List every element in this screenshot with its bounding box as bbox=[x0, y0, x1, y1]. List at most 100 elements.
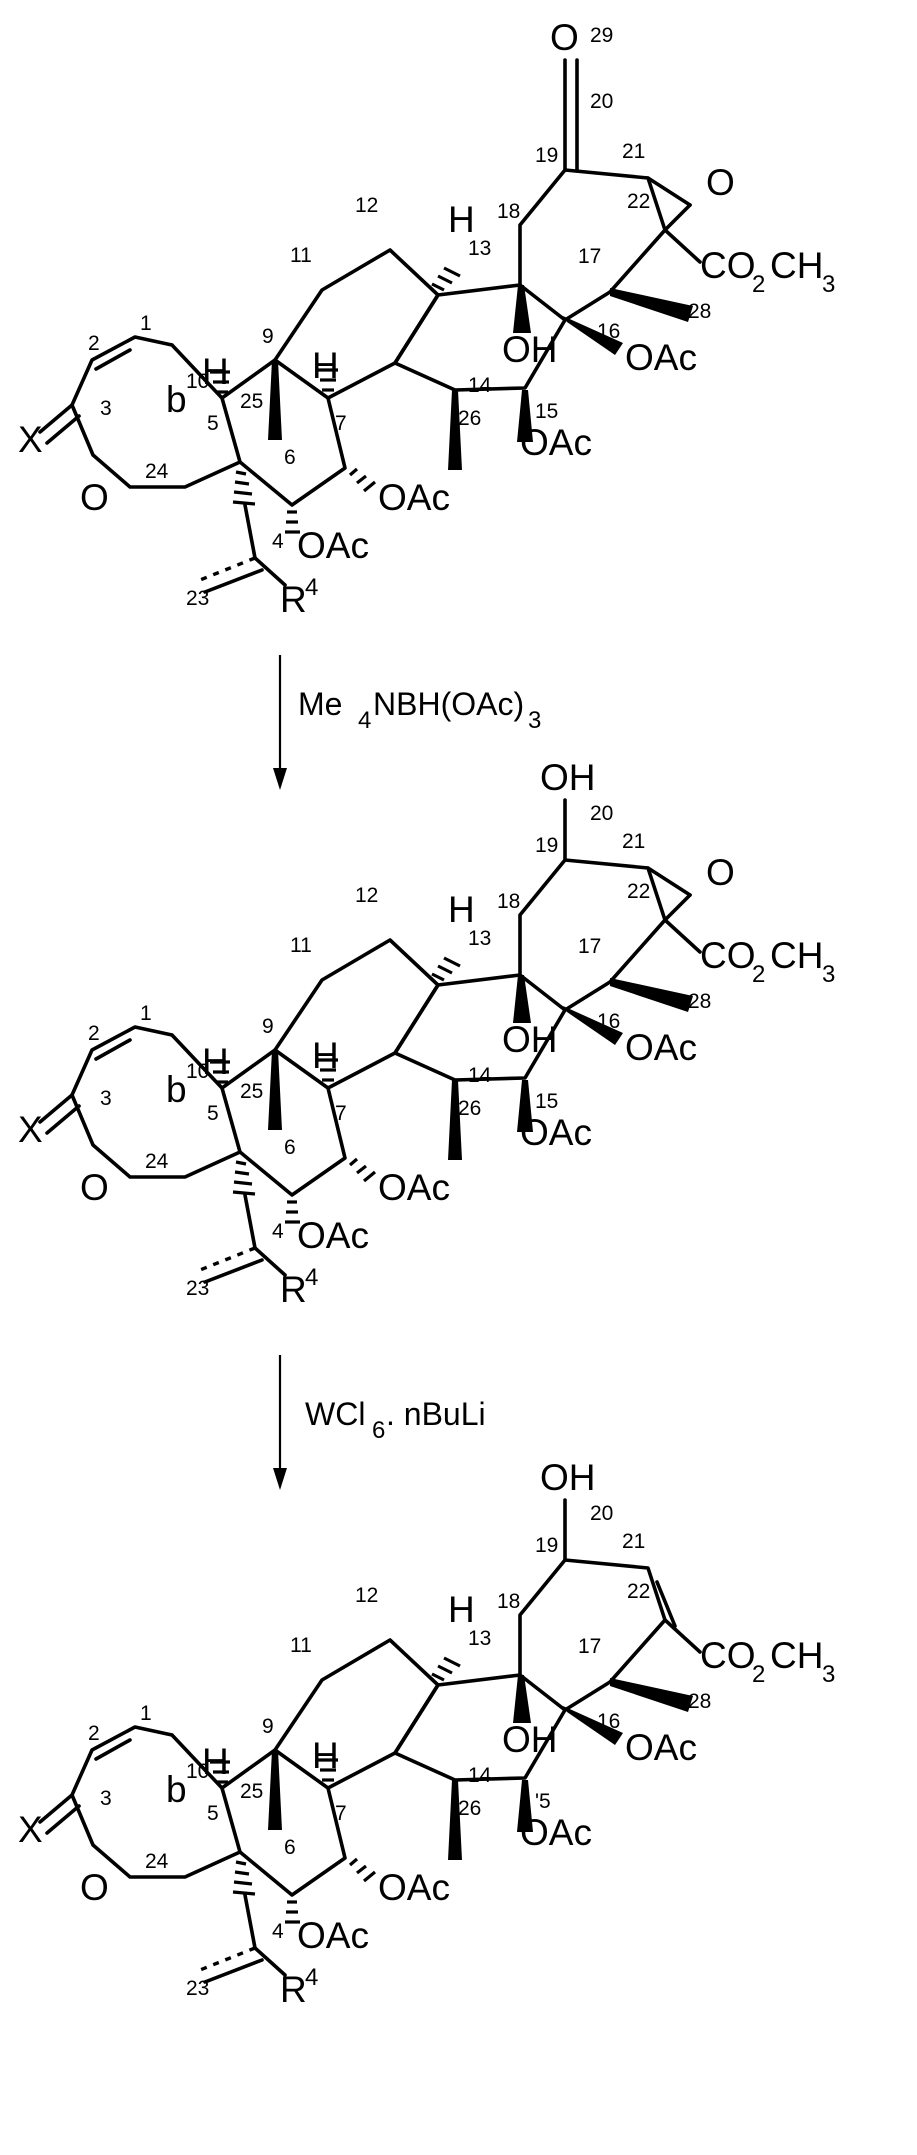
structure-3 bbox=[40, 1500, 700, 1982]
epoxide-o-label: O bbox=[706, 852, 735, 893]
ch-label: CH bbox=[770, 1635, 823, 1676]
ring-o-label: O bbox=[80, 1867, 109, 1908]
h8-label: H bbox=[312, 1735, 339, 1776]
oac-7-label: OAc bbox=[378, 477, 450, 518]
num-5: 5 bbox=[207, 412, 219, 435]
num-20: 20 bbox=[590, 802, 613, 825]
sub-2: 2 bbox=[752, 961, 765, 988]
num-13: 13 bbox=[468, 927, 491, 950]
num-15: '5 bbox=[535, 1790, 551, 1813]
num-3: 3 bbox=[100, 1787, 112, 1810]
num-4: 4 bbox=[272, 1920, 284, 1943]
num-10: 10 bbox=[186, 1060, 209, 1083]
num-25: 25 bbox=[240, 1780, 263, 1803]
num-21: 21 bbox=[622, 830, 645, 853]
num-16: 16 bbox=[597, 1010, 620, 1033]
x-label: X bbox=[18, 1109, 43, 1150]
num-16: 16 bbox=[597, 1710, 620, 1733]
num-17: 17 bbox=[578, 1635, 601, 1658]
num-28: 28 bbox=[688, 990, 711, 1013]
oac-6-label: OAc bbox=[297, 525, 369, 566]
oh-14-label: OH bbox=[502, 1019, 558, 1060]
r-sup-4: 4 bbox=[305, 1264, 318, 1291]
num-25: 25 bbox=[240, 1080, 263, 1103]
epoxide-o-label: O bbox=[706, 162, 735, 203]
num-6: 6 bbox=[284, 1836, 296, 1859]
num-7: 7 bbox=[335, 412, 347, 435]
oh-20-label: OH bbox=[540, 757, 596, 798]
oac-7-label: OAc bbox=[378, 1867, 450, 1908]
r-sup-4: 4 bbox=[305, 1964, 318, 1991]
num-3: 3 bbox=[100, 397, 112, 420]
num-13: 13 bbox=[468, 1627, 491, 1650]
num-5: 5 bbox=[207, 1802, 219, 1825]
reagent-2-sub1: 6 bbox=[372, 1417, 385, 1444]
reagent-1-sub1: 4 bbox=[358, 707, 371, 734]
sub-3: 3 bbox=[822, 961, 835, 988]
num-24: 24 bbox=[145, 460, 169, 483]
num-16: 16 bbox=[597, 320, 620, 343]
num-10: 10 bbox=[186, 1760, 209, 1783]
oac-15-label: OAc bbox=[520, 1812, 592, 1853]
sub-2: 2 bbox=[752, 1661, 765, 1688]
ch-label: CH bbox=[770, 245, 823, 286]
h13-label: H bbox=[448, 1589, 475, 1630]
num-14: 14 bbox=[468, 1064, 492, 1087]
oh-20-label: OH bbox=[540, 1457, 596, 1498]
x-label: X bbox=[18, 419, 43, 460]
num-23: 23 bbox=[186, 587, 209, 610]
num-18: 18 bbox=[497, 1590, 520, 1613]
num-22: 22 bbox=[627, 190, 650, 213]
ring-o-label: O bbox=[80, 1167, 109, 1208]
arrowhead-2 bbox=[273, 1468, 287, 1490]
num-13: 13 bbox=[468, 237, 491, 260]
num-11: 11 bbox=[290, 1634, 312, 1657]
h13-label: H bbox=[448, 889, 475, 930]
sub-3: 3 bbox=[822, 271, 835, 298]
num-12: 12 bbox=[355, 884, 378, 907]
num-19: 19 bbox=[535, 1534, 558, 1557]
num-19: 19 bbox=[535, 144, 558, 167]
num-4: 4 bbox=[272, 1220, 284, 1243]
ring-b-label: b bbox=[166, 1069, 187, 1110]
oh-14-label: OH bbox=[502, 329, 558, 370]
r-label: R bbox=[280, 1269, 307, 1310]
num-21: 21 bbox=[622, 1530, 645, 1553]
num-21: 21 bbox=[622, 140, 645, 163]
num-22: 22 bbox=[627, 1580, 650, 1603]
num-7: 7 bbox=[335, 1802, 347, 1825]
num-19: 19 bbox=[535, 834, 558, 857]
ring-b-label: b bbox=[166, 379, 187, 420]
num-14: 14 bbox=[468, 1764, 492, 1787]
reagent-1-mid: NBH(OAc) bbox=[373, 686, 524, 722]
num-17: 17 bbox=[578, 245, 601, 268]
ring-o-label: O bbox=[80, 477, 109, 518]
arrowhead-1 bbox=[273, 768, 287, 790]
num-20: 20 bbox=[590, 1502, 613, 1525]
num-24: 24 bbox=[145, 1850, 169, 1873]
num-6: 6 bbox=[284, 1136, 296, 1159]
num-25: 25 bbox=[240, 390, 263, 413]
num-3: 3 bbox=[100, 1087, 112, 1110]
labels-structure-2: X O b H H H OH OH O CO 2 CH 3 OAc OAc OA… bbox=[18, 757, 835, 1310]
reagent-1-main: Me bbox=[298, 686, 342, 722]
labels-structure-1: X O b H H H OH O 29 O CO 2 CH 3 OAc OAc … bbox=[18, 17, 835, 620]
sub-2: 2 bbox=[752, 271, 765, 298]
num-7: 7 bbox=[335, 1102, 347, 1125]
reagent-2-mid: . nBuLi bbox=[386, 1396, 486, 1432]
num-9: 9 bbox=[262, 1715, 274, 1738]
num-12: 12 bbox=[355, 194, 378, 217]
num-2: 2 bbox=[88, 1022, 100, 1045]
labels-structure-3: X O b H H H OH OH CO 2 CH 3 OAc OAc OAc … bbox=[18, 1457, 835, 2010]
num-14: 14 bbox=[468, 374, 492, 397]
num-1: 1 bbox=[140, 312, 152, 335]
num-26: 26 bbox=[458, 1097, 481, 1120]
num-2: 2 bbox=[88, 1722, 100, 1745]
num-20: 20 bbox=[590, 90, 613, 113]
num-22: 22 bbox=[627, 880, 650, 903]
num-9: 9 bbox=[262, 325, 274, 348]
r-sup-4: 4 bbox=[305, 574, 318, 601]
num-26: 26 bbox=[458, 1797, 481, 1820]
oac-7-label: OAc bbox=[378, 1167, 450, 1208]
